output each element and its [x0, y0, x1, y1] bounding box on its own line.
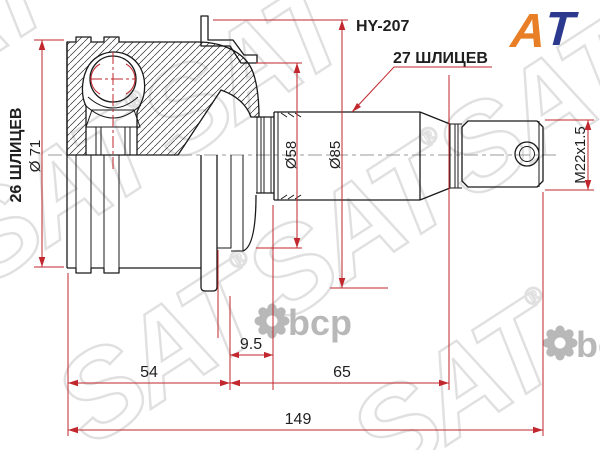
- dimension-thread-m22: [545, 119, 594, 191]
- spline-cylinder: [273, 111, 421, 201]
- dim-9-5-value: 9.5: [240, 336, 262, 353]
- dim-65-value: 65: [333, 364, 351, 381]
- shaft: [256, 111, 544, 201]
- cotter-pin-hole-inner: [519, 146, 535, 162]
- boot-groove-ribs: [75, 155, 120, 268]
- dimension-65: [230, 379, 449, 387]
- dimension-dia58: [256, 62, 302, 249]
- dia71-label: Ø 71: [27, 140, 44, 173]
- dust-shield-flange: [200, 155, 218, 292]
- extension-lines: [67, 75, 544, 436]
- thread-label: M22x1.5: [572, 126, 589, 184]
- housing-bottom-edge: [67, 267, 201, 274]
- abcp-watermark: bcp bcp: [254, 302, 600, 365]
- gear-icon: [254, 303, 290, 339]
- thread-relief-groove: [449, 123, 462, 189]
- ball-track-arc: [90, 63, 101, 95]
- spline-leader-line: [351, 66, 492, 113]
- housing-wall-section: [66, 36, 260, 156]
- housing-section: [66, 15, 260, 292]
- dim-54-value: 54: [140, 364, 158, 381]
- splines-shaft-label: 27 ШЛИЦЕВ: [393, 50, 488, 67]
- taper: [419, 111, 451, 201]
- at-brand-logo: T A: [508, 3, 580, 58]
- dia85-label: Ø85: [327, 141, 344, 169]
- cage-arc: [87, 96, 139, 109]
- shaft-fillet-bottom: [242, 194, 257, 252]
- spline-ticks: [280, 112, 302, 200]
- abs-ring-bracket: [200, 15, 258, 64]
- gear-icon: [542, 325, 578, 361]
- dim-149-value: 149: [285, 411, 312, 428]
- dimension-9-5: [230, 351, 273, 359]
- splines-left-label: 26 ШЛИЦЕВ: [8, 108, 25, 203]
- dimension-149: [68, 426, 543, 434]
- cotter-pin-hole: [514, 141, 540, 167]
- ball-track-arc: [125, 63, 136, 95]
- abcp-logo-text: bcp: [576, 324, 600, 365]
- inner-race-section: [85, 109, 141, 128]
- part-code: HY-207: [356, 18, 409, 35]
- dimension-54: [68, 379, 230, 387]
- dimension-dia71: [34, 39, 64, 268]
- inner-race-stem: [95, 127, 131, 155]
- threaded-end: [461, 120, 544, 188]
- dia58-label: Ø58: [283, 141, 300, 169]
- logo-letter-a: A: [508, 5, 547, 58]
- abcp-logo-text: bcp: [288, 302, 352, 343]
- neck-groove-lines: [256, 117, 272, 193]
- dimension-dia85: [213, 19, 388, 289]
